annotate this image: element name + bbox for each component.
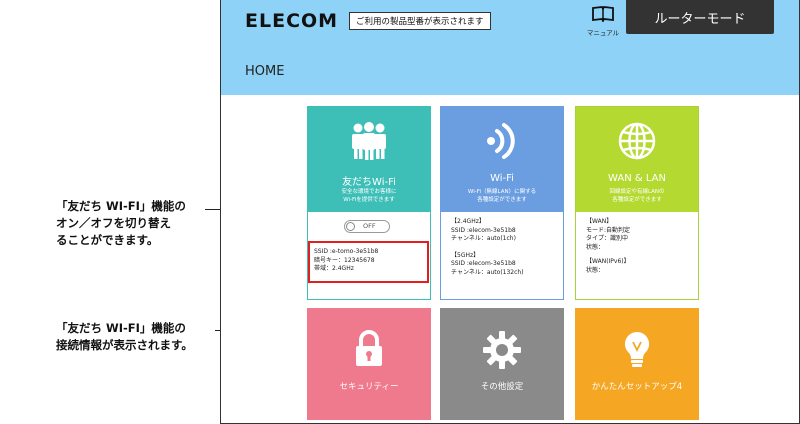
other-settings-label: その他設定 xyxy=(480,382,524,392)
security-label: セキュリティー xyxy=(339,382,399,392)
wifi-channel24: チャンネル：auto(1ch) xyxy=(451,235,516,242)
friend-wifi-details: OFF xyxy=(308,212,430,299)
other-settings-tile[interactable]: その他設定 xyxy=(440,308,564,420)
page-title: HOME xyxy=(245,64,285,79)
wan-ipv6-head: 【WAN(IPv6)】 xyxy=(586,258,630,265)
wifi-details: 【2.4GHz】 SSID :elecom-3e51b8 チャンネル：auto(… xyxy=(441,212,563,299)
wan-ipv6-status: 状態： xyxy=(586,266,605,274)
friend-wifi-tile[interactable]: 友だちWi-Fi 安全な環境でお客様に Wi-Fiを提供できます OFF xyxy=(307,106,431,300)
wan-status: 状態： xyxy=(586,243,605,251)
wifi-title: Wi-Fi xyxy=(490,173,514,184)
elecom-logo: ELECOM xyxy=(245,10,339,32)
friend-wifi-toggle[interactable]: OFF xyxy=(344,220,390,233)
lightbulb-icon xyxy=(624,331,650,367)
friend-wifi-info: SSID :e-tomo-3e51b8 暗号キー：12345678 帯域：2.4… xyxy=(308,241,429,283)
manual-button[interactable]: マニュアル xyxy=(583,6,623,37)
wifi-band5-head: 【5GHz】 xyxy=(451,251,480,259)
wan-mode: モード:自動判定 xyxy=(586,226,631,234)
wan-lan-details: 【WAN】 モード:自動判定 タイプ：識別中 状態： 【WAN(IPv6)】 状… xyxy=(576,212,698,299)
wan-lan-tile[interactable]: WAN & LAN 回線設定や有線LANの 各種設定ができます 【WAN】 モー… xyxy=(575,106,699,300)
people-icon xyxy=(352,122,386,160)
easy-setup-label: かんたんセットアップ4 xyxy=(591,382,683,392)
wifi-tile[interactable]: Wi-Fi Wi-Fi（無線LAN）に関する 各種設定ができます 【2.4GHz… xyxy=(440,106,564,300)
friend-wifi-ssid: SSID :e-tomo-3e51b8 xyxy=(314,248,379,255)
wifi-ssid5: SSID :elecom-3e51b8 xyxy=(451,260,516,267)
wan-type: タイプ：識別中 xyxy=(586,235,629,242)
toggle-label: OFF xyxy=(363,222,376,230)
globe-icon xyxy=(618,122,656,160)
wifi-band24-head: 【2.4GHz】 xyxy=(451,218,485,225)
wifi-channel5: チャンネル：auto(132ch) xyxy=(451,268,524,276)
friend-wifi-band: 帯域：2.4GHz xyxy=(314,265,354,272)
lock-icon xyxy=(356,330,382,366)
friend-wifi-key: 暗号キー：12345678 xyxy=(314,256,375,264)
friend-wifi-title: 友だちWi-Fi xyxy=(342,177,396,188)
wifi-subtitle: Wi-Fi（無線LAN）に関する 各種設定ができます xyxy=(467,189,537,203)
router-ui-frame: ELECOM ご利用の製品型番が表示されます マニュアル ルーターモード HOM… xyxy=(220,0,800,424)
wan-head: 【WAN】 xyxy=(586,218,613,225)
friend-wifi-subtitle: 安全な環境でお客様に Wi-Fiを提供できます xyxy=(341,189,397,203)
friend-wifi-tile-header[interactable]: 友だちWi-Fi 安全な環境でお客様に Wi-Fiを提供できます xyxy=(308,107,430,212)
book-icon xyxy=(592,6,614,24)
toggle-knob xyxy=(346,222,355,231)
wifi-tile-header[interactable]: Wi-Fi Wi-Fi（無線LAN）に関する 各種設定ができます xyxy=(441,107,563,212)
wan-lan-subtitle: 回線設定や有線LANの 各種設定ができます xyxy=(609,189,665,203)
router-mode-tab[interactable]: ルーターモード xyxy=(626,0,774,34)
toggle-annotation: 「友だち WI-FI」機能の オン／オフを切り替え ることができます。 xyxy=(56,199,186,247)
wan-lan-tile-header[interactable]: WAN & LAN 回線設定や有線LANの 各種設定ができます xyxy=(576,107,698,212)
security-tile[interactable]: セキュリティー xyxy=(307,308,431,420)
gear-icon xyxy=(483,331,521,369)
manual-label: マニュアル xyxy=(586,29,620,37)
wifi-signal-icon xyxy=(487,123,515,159)
wifi-ssid24: SSID :elecom-3e51b8 xyxy=(451,226,516,234)
model-number-box: ご利用の製品型番が表示されます xyxy=(349,12,491,30)
header: ELECOM ご利用の製品型番が表示されます マニュアル ルーターモード HOM… xyxy=(221,0,799,95)
info-annotation: 「友だち WI-FI」機能の 接続情報が表示されます。 xyxy=(56,321,193,352)
wan-lan-title: WAN & LAN xyxy=(608,173,666,184)
easy-setup-tile[interactable]: かんたんセットアップ4 xyxy=(575,308,699,420)
